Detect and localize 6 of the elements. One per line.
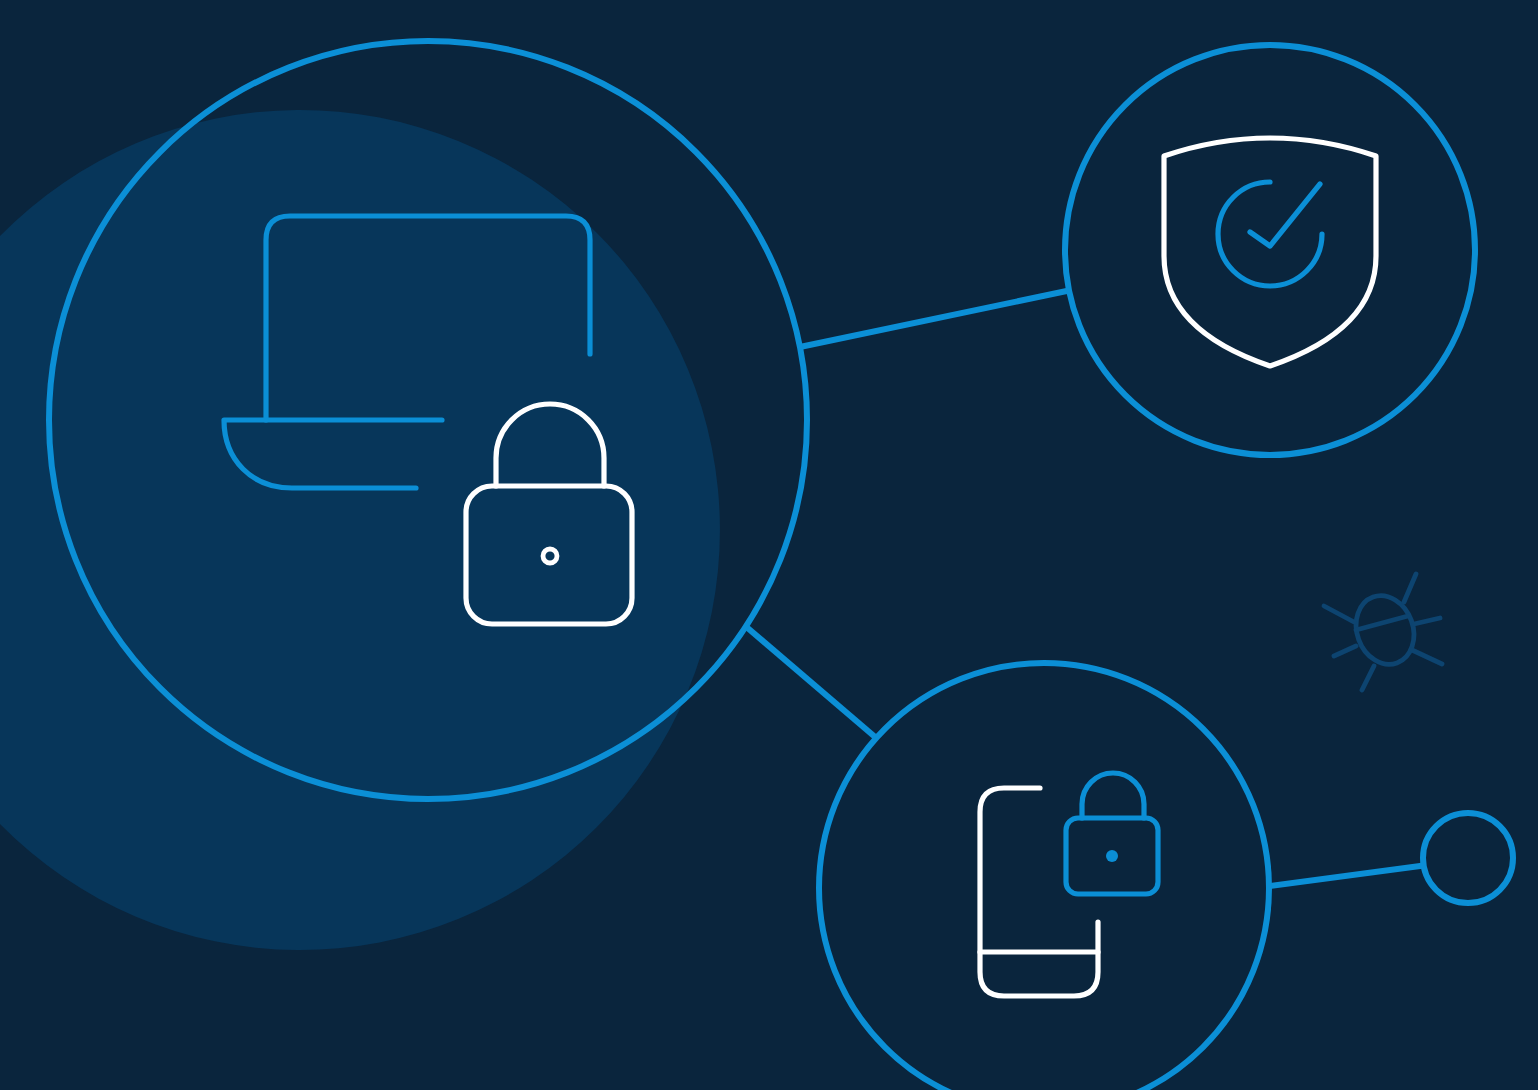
connector-line: [799, 287, 1070, 350]
connector-line: [743, 624, 879, 741]
circle-node: [1420, 809, 1516, 905]
circle-node: [46, 38, 810, 802]
connector-line: [1268, 862, 1425, 889]
circle-node: [1062, 42, 1478, 458]
